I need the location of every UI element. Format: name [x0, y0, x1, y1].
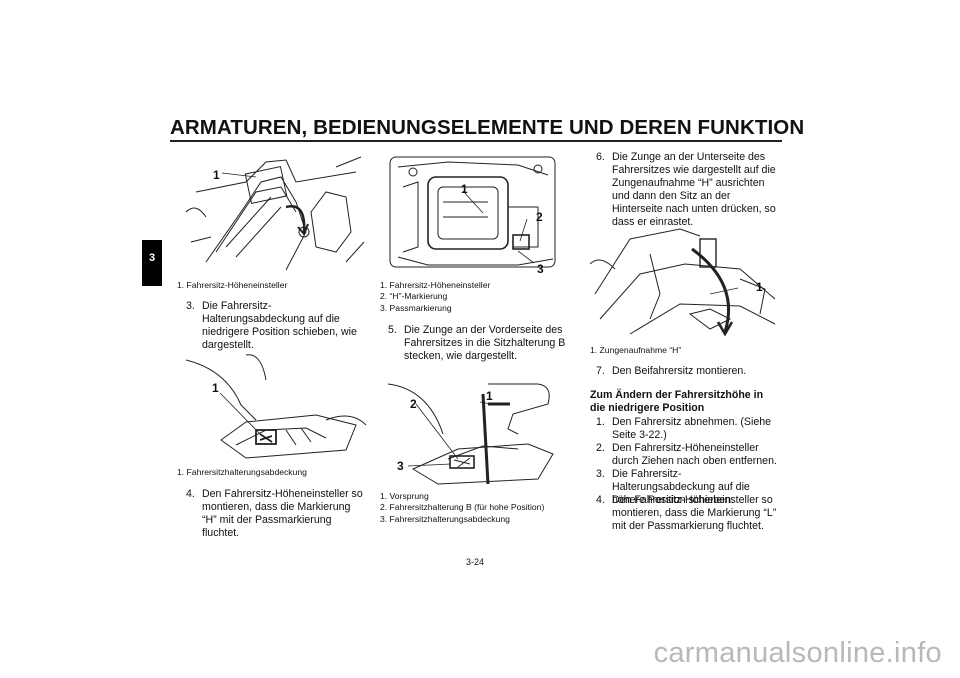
figure-seat-height-adjuster: 1: [186, 152, 368, 278]
chapter-tab: 3: [142, 240, 162, 286]
page-title: ARMATUREN, BEDIENUNGSELEMENTE UND DEREN …: [170, 116, 805, 139]
lower-step-1: 1. Den Fahrersitz abnehmen. (Siehe Seite…: [596, 416, 771, 442]
step-6: 6. Die Zunge an der Unterseite des Fahre…: [596, 151, 776, 229]
section-heading: Zum Ändern der Fahrersitzhöhe in die nie…: [590, 389, 764, 414]
callout-label: 1: [212, 381, 219, 395]
callout-label: 3: [397, 459, 404, 473]
callout-label: 2: [410, 397, 417, 411]
figure-seat-tongue-bracket: 1 2 3: [388, 374, 558, 486]
step-4: 4. Den Fahrersitz-Höheneinsteller so mon…: [186, 488, 363, 540]
callout-label: 2: [536, 210, 543, 224]
figure-tongue-receptacle: 1: [590, 224, 780, 342]
figure-caption: 1. Fahrersitz-Höheneinsteller 2. “H”-Mar…: [380, 280, 491, 313]
callout-label: 1: [486, 389, 493, 403]
callout-label: 3: [537, 262, 544, 276]
watermark: carmanualsonline.info: [653, 637, 942, 669]
figure-seat-bracket-cover: 1: [186, 350, 368, 462]
lower-step-2: 2. Den Fahrersitz-Höheneinsteller durch …: [596, 442, 777, 468]
figure-caption: 1. Fahrersitz-Höheneinsteller: [177, 280, 288, 290]
lower-step-4: 4. Den Fahrersitz-Höheneinsteller so mon…: [596, 494, 777, 533]
figure-caption: 1. Vorsprung 2. Fahrersitzhalterung B (f…: [380, 491, 545, 524]
step-5: 5. Die Zunge an der Vorderseite des Fahr…: [388, 324, 566, 363]
page-number: 3-24: [466, 557, 485, 567]
step-7: 7. Den Beifahrersitz montieren.: [596, 365, 747, 377]
callout-label: 1: [756, 280, 763, 294]
figure-h-marking: 1 2 3: [388, 147, 558, 281]
callout-label: 1: [213, 168, 220, 182]
step-3: 3. Die Fahrersitz-Halterungsabdeckung au…: [186, 300, 357, 352]
figure-caption: 1. Fahrersitzhalterungsabdeckung: [177, 467, 307, 477]
lower-step-3: 3. Die Fahrersitz-Halterungsabdeckung au…: [596, 468, 750, 507]
title-rule: [170, 140, 782, 142]
callout-label: 1: [461, 182, 468, 196]
figure-caption: 1. Zungenaufnahme “H”: [590, 345, 682, 355]
